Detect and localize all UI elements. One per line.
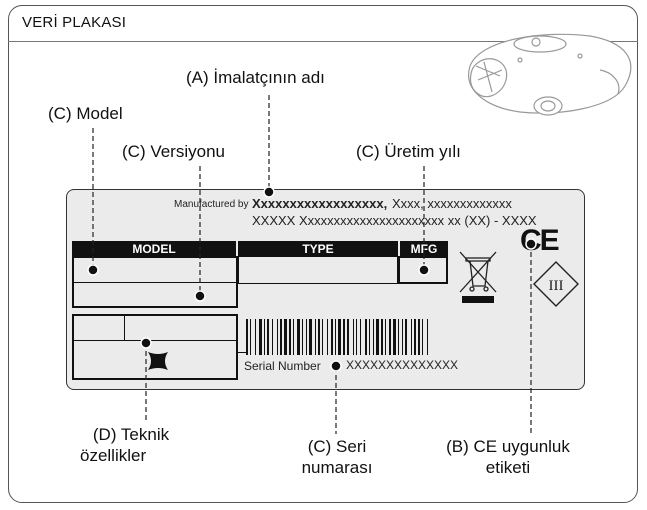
barcode-bar	[405, 319, 407, 355]
barcode-bar	[411, 319, 412, 355]
weee-underline-bar	[462, 296, 494, 303]
barcode-bar	[335, 319, 336, 355]
barcode-bar	[255, 319, 256, 355]
technical-symbol-icon	[148, 352, 168, 370]
address-line2-text: XXXXX Xxxxxxxxxxxxxxxxxxxxxx xx (XX) - X…	[252, 213, 537, 228]
tech-box-vdivider	[124, 316, 125, 340]
barcode-bar	[277, 319, 278, 355]
title-divider	[8, 41, 638, 42]
dot-model	[87, 264, 99, 276]
class-iii-diamond-icon: III	[533, 261, 579, 307]
outer-frame	[8, 5, 638, 503]
callout-serial-line1: (C) Seri	[307, 437, 367, 456]
barcode-bar	[250, 319, 251, 355]
barcode-bar	[331, 319, 333, 355]
barcode-bar	[422, 319, 423, 355]
model-field-box	[72, 256, 238, 308]
serial-number-label: Serial Number	[244, 359, 321, 373]
callout-ce-line2: etiketi	[485, 458, 531, 477]
page-title: VERİ PLAKASI	[22, 14, 127, 31]
tech-box-connector	[238, 352, 246, 353]
barcode-bar	[264, 319, 265, 355]
dot-manufacturer	[263, 186, 275, 198]
barcode-bar	[309, 319, 312, 355]
dot-technical	[140, 337, 152, 349]
tech-box-divider	[74, 340, 236, 341]
barcode-bar	[306, 319, 307, 355]
barcode-bar	[360, 319, 361, 355]
barcode-bar	[327, 319, 328, 355]
barcode-bar	[393, 319, 396, 355]
barcode-bar	[418, 319, 420, 355]
barcode-bar	[293, 319, 294, 355]
barcode-bar	[389, 319, 391, 355]
callout-model-label: (C) Model	[48, 104, 123, 123]
serial-number-value: XXXXXXXXXXXXXX	[346, 358, 459, 372]
type-field-box	[238, 256, 398, 284]
callout-technical-specs-label: (D) Teknik özellikler	[76, 424, 186, 466]
barcode-bar	[427, 319, 428, 355]
callout-technical-specs-line2: özellikler	[80, 446, 147, 465]
barcode-bar	[373, 319, 374, 355]
dot-ce	[525, 238, 537, 250]
barcode-bar	[398, 319, 399, 355]
barcode-bar	[356, 319, 357, 355]
address-line1-text: Xxxx, xxxxxxxxxxxxx	[392, 196, 512, 211]
barcode-bar	[284, 319, 287, 355]
barcode-bar	[338, 319, 341, 355]
ce-mark-icon: CE	[520, 224, 559, 257]
weee-crossed-bin-icon	[459, 251, 497, 293]
barcode-bar	[302, 319, 303, 355]
barcode-bar	[318, 319, 320, 355]
callout-serial-line2: numarası	[301, 458, 373, 477]
type-column-header: TYPE	[238, 241, 398, 257]
barcode-bar	[259, 319, 262, 355]
callout-dots	[87, 186, 537, 372]
dot-year	[418, 264, 430, 276]
barcode-bar	[385, 319, 386, 355]
callout-technical-specs-line1: (D) Teknik	[92, 425, 170, 444]
barcode-bar	[376, 319, 379, 355]
barcode-bar	[369, 319, 370, 355]
technical-specs-box	[72, 314, 238, 380]
barcode-bar	[272, 319, 273, 355]
barcode-bar	[289, 319, 291, 355]
barcode-bar	[353, 319, 354, 355]
barcode-bar	[315, 319, 316, 355]
barcode-bar	[402, 319, 403, 355]
dot-serial	[330, 360, 342, 372]
model-version-divider	[74, 282, 236, 283]
mfg-field-box	[398, 256, 448, 284]
barcode-bar	[343, 319, 345, 355]
class-iii-text: III	[549, 278, 564, 294]
barcode-bar	[365, 319, 367, 355]
manufactured-by-text: Manufactured by	[174, 199, 249, 210]
barcode-bar	[414, 319, 416, 355]
barcode-bar	[246, 319, 248, 355]
callout-serial-label: (C) Seri numarası	[282, 436, 392, 478]
maker-name-text: Xxxxxxxxxxxxxxxxxx,	[252, 196, 388, 211]
callout-ce-label: (B) CE uygunluk etiketi	[428, 436, 588, 478]
barcode-icon	[246, 319, 428, 355]
barcode-bar	[322, 319, 323, 355]
dot-version	[194, 290, 206, 302]
barcode-bar	[297, 319, 300, 355]
barcode-bar	[280, 319, 282, 355]
callout-ce-line1: (B) CE uygunluk	[446, 437, 570, 456]
barcode-bar	[381, 319, 383, 355]
callout-manufacturer-label: (A) İmalatçının adı	[186, 68, 325, 87]
callout-year-label: (C) Üretim yılı	[356, 142, 461, 161]
model-column-header: MODEL	[72, 241, 236, 257]
barcode-bar	[347, 319, 349, 355]
callout-version-label: (C) Versiyonu	[122, 142, 225, 161]
leader-lines	[92, 95, 532, 434]
barcode-bar	[267, 319, 269, 355]
